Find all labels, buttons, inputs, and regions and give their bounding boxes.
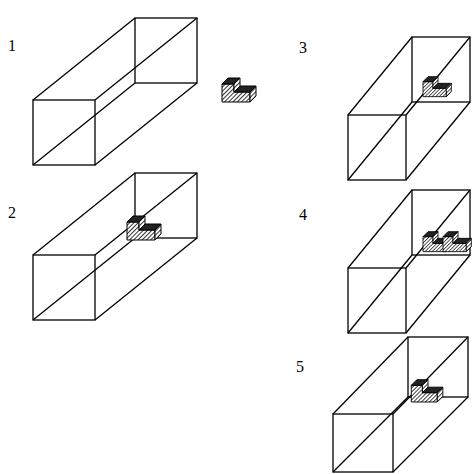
hatched-block [127,77,471,402]
wire-box [33,18,470,472]
callout-number: 2 [8,205,16,221]
callout-number: 4 [299,207,307,223]
callout-number: 3 [299,40,307,56]
callout-number: 5 [296,359,304,375]
callout-number: 1 [8,38,16,54]
